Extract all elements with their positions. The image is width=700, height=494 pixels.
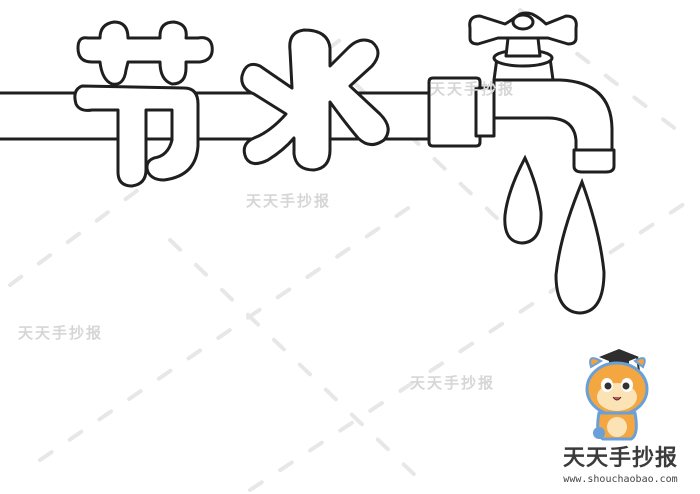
- brand-site: www.shouchaobao.com: [563, 474, 678, 485]
- watermark-text: 天天手抄报: [410, 374, 496, 392]
- watermark-text: 天天手抄报: [430, 80, 516, 98]
- brand-name: 天天手抄报: [562, 446, 678, 471]
- water-drop-icon: [503, 154, 543, 245]
- water-drops: [503, 154, 606, 315]
- watermark-text: 天天手抄报: [18, 324, 104, 342]
- faucet-icon: [427, 11, 616, 174]
- water-pipe: [0, 91, 467, 141]
- title-char-2-outline: [240, 28, 390, 172]
- mascot-icon: [585, 349, 649, 441]
- water-drop-icon: [554, 177, 606, 315]
- background-dashes: [8, 8, 692, 492]
- title-char-1-outline: [73, 20, 214, 188]
- watermark-text: 天天手抄报: [246, 192, 332, 210]
